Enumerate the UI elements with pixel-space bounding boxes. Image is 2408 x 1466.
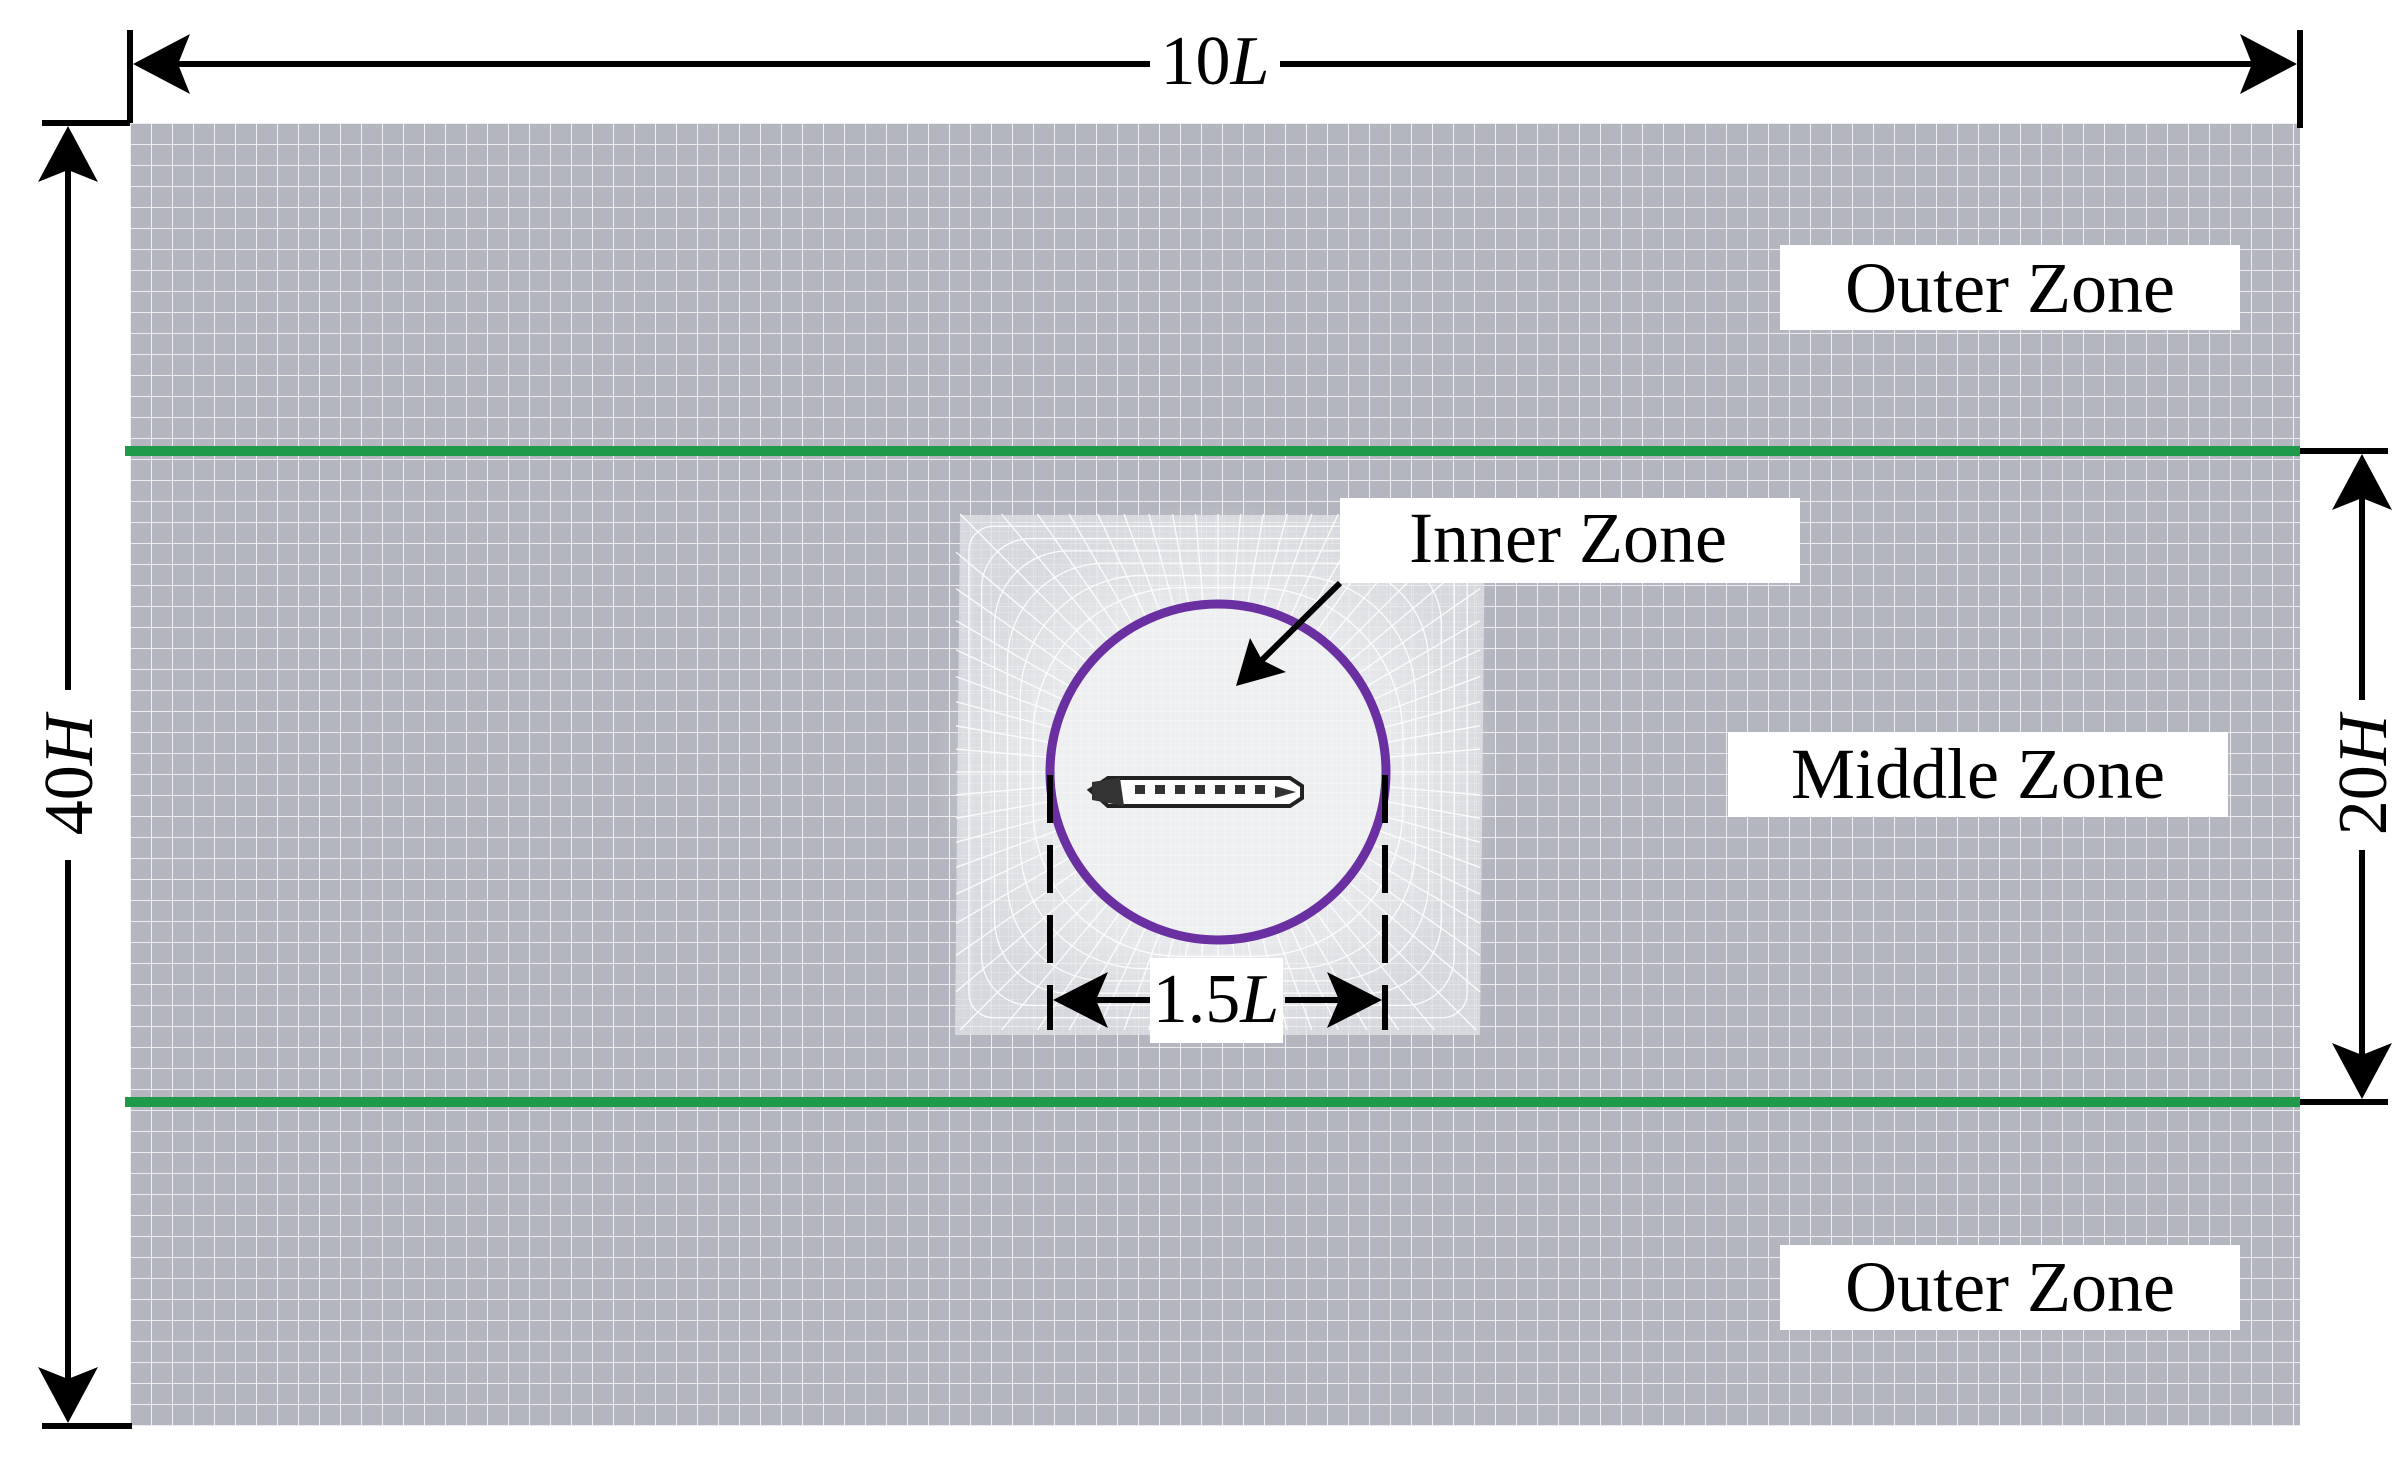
radial-mesh-line: [1261, 513, 1288, 607]
outer-zone-top-label-box: [1780, 245, 2240, 330]
radial-mesh-line: [1232, 513, 1242, 601]
radial-mesh-line: [1358, 870, 1481, 956]
middle-height-dimension-label: 20H: [2325, 711, 2402, 835]
radial-mesh-line: [955, 870, 1078, 956]
inner-diameter-dimension-label: 1.5L: [1153, 961, 1279, 1038]
radial-mesh-line: [1276, 933, 1313, 1031]
radial-mesh-line: [1383, 701, 1481, 729]
radial-mesh-line: [955, 676, 1057, 714]
radial-mesh-line: [1097, 513, 1146, 617]
radial-mesh-line: [1068, 513, 1133, 624]
radial-mesh-line: [1358, 588, 1481, 674]
inner-zone-label: Inner Zone: [1409, 498, 1727, 578]
radial-mesh-line: [955, 620, 1070, 687]
radial-mesh-line: [1290, 927, 1339, 1031]
radial-mesh-line: [955, 748, 1047, 758]
radial-mesh-line: [1373, 649, 1481, 700]
radial-mesh-line: [955, 588, 1078, 674]
radial-mesh-line: [1276, 513, 1313, 611]
inner-diameter-dimension: [1047, 775, 1388, 1030]
radial-mesh-line: [959, 513, 1097, 651]
inner-zone-texture: [1050, 604, 1386, 940]
radial-mesh-line: [1148, 513, 1175, 607]
radial-mesh-line: [1339, 893, 1477, 1031]
radial-mesh-line: [1097, 927, 1146, 1031]
radial-mesh-line: [955, 815, 1053, 843]
radial-mesh-line: [1389, 786, 1481, 796]
middle-zone-label: Middle Zone: [1791, 734, 2165, 814]
inner-diameter-label-box: [1150, 958, 1283, 1043]
radial-mesh-line: [955, 701, 1053, 729]
radial-mesh-line: [1373, 844, 1481, 895]
ring-mesh-line: [1032, 587, 1404, 957]
radial-mesh-line: [1194, 513, 1204, 601]
outer-zone-top-label: Outer Zone: [1845, 248, 2175, 328]
radial-mesh-line: [1379, 676, 1481, 714]
radial-mesh-line: [1389, 748, 1481, 758]
radial-mesh-line: [955, 830, 1057, 868]
radial-mesh-line: [1123, 933, 1160, 1031]
radial-mesh-line: [959, 893, 1097, 1031]
radial-mesh-line: [1036, 513, 1120, 632]
inner-zone-label-box: [1340, 498, 1800, 583]
inner-zone-pointer-arrow: [1236, 580, 1343, 686]
radial-mesh-line: [955, 649, 1063, 700]
radial-mesh-line: [1379, 830, 1481, 868]
middle-zone-label-box: [1728, 732, 2228, 817]
outer-zone-bottom-label-box: [1780, 1245, 2240, 1330]
radial-mesh-line: [1290, 513, 1339, 617]
height-dimension: [38, 120, 132, 1429]
radial-mesh-line: [1383, 815, 1481, 843]
height-dimension-label: 40H: [31, 711, 108, 835]
radial-mesh-line: [1366, 620, 1481, 687]
width-dimension: [127, 30, 2303, 128]
inner-zone-boundary: [1045, 599, 1391, 945]
radial-mesh-line: [1123, 513, 1160, 611]
radial-mesh-line: [955, 844, 1063, 895]
middle-height-dimension: [2300, 448, 2392, 1105]
width-dimension-label: 10L: [1161, 23, 1270, 100]
radial-mesh-line: [955, 786, 1047, 796]
outer-zone-bottom-label: Outer Zone: [1845, 1247, 2175, 1327]
train-model-icon: [1086, 776, 1304, 808]
